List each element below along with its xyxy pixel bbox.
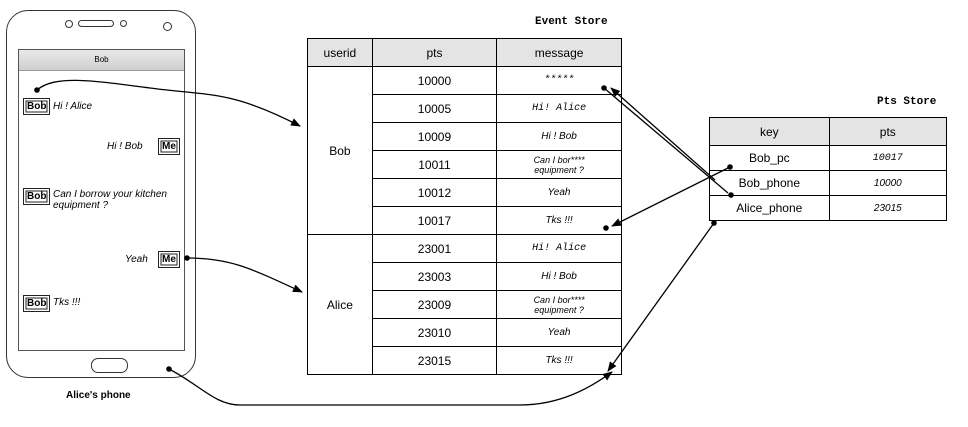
pts-store-title: Pts Store [877,96,937,108]
table-row: Alice_phone 23015 [709,195,948,221]
chat-message: Yeah [125,254,148,265]
table-row: Bob 10000 ***** [307,66,622,235]
pts-value-cell: 23015 [828,195,948,221]
table-row: 23010 Yeah [308,318,622,347]
phone-light-dot [163,22,172,31]
pts-value-cell: 10000 [828,170,948,196]
pts-cell: 23010 [371,318,498,347]
chat-message: Tks !!! [53,297,81,308]
table-row: 10005 Hi! Alice [308,94,622,123]
connector-arrow [607,220,717,372]
connector-arrow [166,366,613,406]
phone-camera-dot [65,20,73,28]
key-cell: Bob_phone [709,170,830,196]
table-row: Bob_phone 10000 [709,170,948,196]
chat-message: Can I borrow your kitchen equipment ? [53,189,167,211]
pts-cell: 10011 [371,150,498,179]
key-cell: Alice_phone [709,195,830,221]
message-cell: Hi ! Bob [496,262,622,291]
chat-message: Hi ! Bob [107,141,143,152]
message-cell: Can I bor**** equipment ? [496,150,622,179]
sender-badge: Bob [23,295,51,312]
sender-badge: Me [158,138,180,155]
table-row: 10009 Hi ! Bob [308,122,622,151]
pts-cell: 10000 [371,66,498,95]
connector-arrow [34,79,301,127]
pts-cell: 23015 [371,346,498,375]
pts-value-cell: 10017 [828,145,948,171]
message-cell: Yeah [496,178,622,207]
phone-caption: Alice's phone [66,390,131,401]
table-row: 23003 Hi ! Bob [308,262,622,291]
phone-sensor-dot [120,20,127,27]
event-store-table: userid pts message Bob 10000 ***** 10005… [307,38,622,375]
event-store-title: Event Store [535,16,608,28]
table-row: 10012 Yeah [308,178,622,207]
column-header-message: message [496,38,622,67]
table-row: 23015 Tks !!! [308,346,622,375]
pts-cell: 23009 [371,290,498,319]
pts-store-table: key pts Bob_pc 10017 Bob_phone 10000 Ali… [709,117,948,221]
table-row: 10011 Can I bor**** equipment ? [308,150,622,179]
connector-arrow [601,85,734,198]
connector-arrow [184,255,303,293]
column-header-pts: pts [828,117,948,146]
phone-speaker [78,20,114,27]
message-cell: Yeah [496,318,622,347]
home-button [91,358,128,373]
phone-frame: Bob Bob Hi ! Alice Hi ! Bob Me Bob Can I… [6,10,196,378]
chat-title: Bob [19,50,184,71]
userid-cell: Bob [307,66,373,235]
userid-cell: Alice [307,234,373,375]
connector-arrow [610,87,716,181]
sender-badge: Me [158,251,180,268]
pts-cell: 10009 [371,122,498,151]
column-header-key: key [709,117,830,146]
pts-cell: 10012 [371,178,498,207]
sender-badge: Bob [23,188,51,205]
chat-message: Hi ! Alice [53,101,93,112]
phone-screen: Bob Bob Hi ! Alice Hi ! Bob Me Bob Can I… [18,49,185,351]
sender-badge: Bob [23,98,51,115]
message-cell: Tks !!! [496,346,622,375]
column-header-userid: userid [307,38,373,67]
connector-arrow [603,164,733,231]
